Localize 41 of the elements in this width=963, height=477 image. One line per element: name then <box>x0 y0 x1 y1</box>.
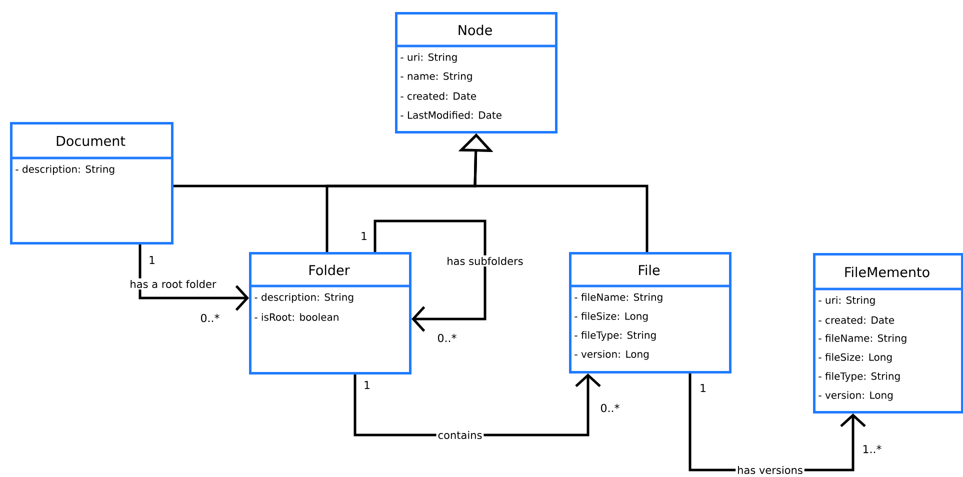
class-box <box>395 12 558 134</box>
multiplicity: 0..* <box>200 314 220 322</box>
class-name: File <box>639 264 660 276</box>
class-box <box>10 122 174 244</box>
class-name: FileMemento <box>845 266 930 278</box>
multiplicity: 0..* <box>600 404 620 412</box>
class-box <box>249 252 412 374</box>
multiplicity: 1 <box>362 232 366 240</box>
attribute-text: - description: String <box>16 165 114 175</box>
attribute-text: - version: Long <box>574 350 649 360</box>
multiplicity: 1 <box>700 384 706 392</box>
attribute-text: - fileSize: Long <box>818 353 892 363</box>
attribute-text: - isRoot: boolean <box>254 313 338 321</box>
attribute-text: - fileSize: Long <box>574 312 648 322</box>
attribute-text: - LastModified: Date <box>400 111 502 119</box>
class-name: Folder <box>309 264 350 276</box>
multiplicity: 1 <box>364 381 370 389</box>
attribute-text: - name: String <box>400 72 472 82</box>
class-name: Node <box>458 24 492 36</box>
attribute-text: - created: Date <box>818 316 894 324</box>
attribute-text: - fileType: String <box>818 372 900 382</box>
attribute-text: - fileType: String <box>574 331 656 341</box>
edge-label: has subfolders <box>445 255 525 267</box>
attribute-text: - created: Date <box>400 92 476 100</box>
class-box <box>569 252 732 374</box>
class-box <box>813 253 963 414</box>
edge-label: has versions <box>736 464 804 476</box>
multiplicity: 1 <box>150 256 154 264</box>
multiplicity: 0..* <box>438 334 456 342</box>
multiplicity: 1..* <box>863 444 882 454</box>
connector-arrow <box>374 220 486 332</box>
edge-label: contains <box>436 429 484 441</box>
attribute-text: - fileName: String <box>574 293 662 303</box>
attribute-text: - description: String <box>254 293 354 303</box>
attribute-text: - uri: String <box>818 296 875 306</box>
attribute-text: - uri: String <box>400 53 457 63</box>
attribute-text: - fileName: String <box>818 334 906 344</box>
class-name: Document <box>56 136 126 146</box>
attribute-text: - version: Long <box>818 391 893 401</box>
edge-label: has a root folder <box>128 278 218 290</box>
connector-arrow <box>138 244 249 311</box>
